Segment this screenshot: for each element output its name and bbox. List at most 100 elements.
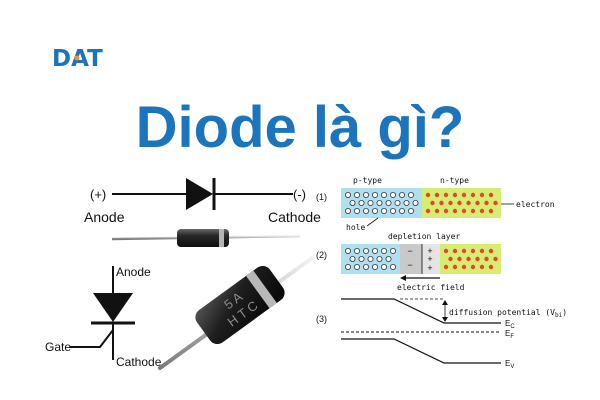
svg-text:+: +	[427, 246, 432, 256]
hole-dot	[398, 191, 405, 198]
small-diode-band	[219, 229, 224, 247]
electron-dot	[479, 248, 485, 254]
thyristor-symbol: Anode Gate Cathode	[45, 265, 162, 369]
hole-dot	[353, 207, 360, 214]
hole-dot	[380, 207, 387, 214]
hole-dot	[353, 191, 360, 198]
electron-dot	[479, 192, 485, 198]
electron-dot	[443, 248, 449, 254]
electron-dot	[488, 208, 494, 214]
minus-label: (-)	[293, 187, 306, 202]
large-diode-band	[246, 270, 277, 309]
electron-dot	[470, 192, 476, 198]
hole-dot	[371, 191, 378, 198]
electron-dot	[479, 208, 485, 214]
electron-dot	[443, 264, 449, 270]
hole-dot	[389, 191, 396, 198]
electron-dot	[448, 200, 453, 206]
electron-dot	[452, 208, 458, 214]
holes-group-1	[344, 191, 419, 214]
hole-dot	[380, 247, 387, 254]
depletion-n-side	[422, 244, 440, 274]
ef-label: EF	[505, 329, 514, 340]
ev-label: EV	[505, 359, 514, 370]
hole-dot	[412, 199, 419, 206]
hole-dot	[407, 191, 414, 198]
electron-dot	[448, 256, 453, 262]
anode-label: Anode	[84, 209, 125, 225]
svg-text:+: +	[427, 263, 432, 273]
electron-dot	[484, 200, 489, 206]
step-3-label: (3)	[316, 314, 327, 324]
page-title: Diode là gì?	[136, 95, 465, 160]
p-type-label: p-type	[353, 176, 382, 185]
hole-dot	[344, 247, 351, 254]
gate-label: Gate	[45, 340, 71, 354]
hole-dot	[403, 199, 410, 206]
hole-dot	[344, 207, 351, 214]
hole-dot	[380, 263, 387, 270]
hole-dot	[367, 199, 374, 206]
hole-dot	[385, 255, 392, 262]
electron-dot	[488, 248, 494, 254]
electron-dot	[457, 200, 462, 206]
hole-dot	[362, 263, 369, 270]
hole-dot	[389, 263, 396, 270]
hole-dot	[353, 247, 360, 254]
diode-symbol: (+) (-) Anode Cathode	[84, 178, 321, 225]
hole-dot	[349, 199, 356, 206]
svg-text:+: +	[427, 254, 432, 264]
electron-dot	[461, 264, 467, 270]
hole-dot	[349, 255, 356, 262]
n-type-label: n-type	[440, 176, 469, 185]
electron-dot	[443, 192, 449, 198]
thyristor-gate-wire	[70, 329, 114, 348]
hole-dot	[367, 255, 374, 262]
electron-dot	[434, 192, 440, 198]
hole-dot	[353, 263, 360, 270]
electron-dot	[475, 200, 480, 206]
electron-dot	[430, 200, 435, 206]
electron-dot	[493, 256, 498, 262]
hole-dot	[358, 199, 365, 206]
hole-dot	[389, 207, 396, 214]
electron-dot	[461, 248, 467, 254]
ec-label: EC	[505, 319, 515, 330]
hole-dot	[362, 247, 369, 254]
plus-label: (+)	[90, 187, 106, 202]
thyristor-triangle-icon	[93, 293, 133, 322]
svg-text:−: −	[407, 260, 412, 270]
hole-dot	[380, 191, 387, 198]
depletion-label: depletion layer	[388, 232, 460, 241]
diffusion-arrow-up-icon	[442, 300, 448, 305]
diode-triangle-icon	[186, 178, 213, 210]
electron-dot	[434, 208, 440, 214]
hole-dot	[371, 263, 378, 270]
svg-text:−: −	[407, 246, 412, 256]
electron-dot	[479, 264, 485, 270]
electron-dot	[470, 248, 476, 254]
electron-dot	[493, 200, 498, 206]
electron-dot	[452, 248, 458, 254]
step-2-label: (2)	[316, 250, 327, 260]
hole-label: hole	[346, 223, 365, 232]
electron-dot	[452, 264, 458, 270]
electron-label: electron	[516, 200, 555, 209]
electric-field-arrowhead-icon	[400, 275, 406, 281]
small-diode-body	[177, 229, 229, 247]
electron-dot	[461, 208, 467, 214]
step-1-label: (1)	[316, 192, 327, 202]
electron-dot	[461, 192, 467, 198]
electron-dot	[452, 192, 458, 198]
hole-dot	[362, 191, 369, 198]
electron-dot	[484, 256, 489, 262]
electron-dot	[457, 256, 462, 262]
brand-logo: DAT	[52, 46, 103, 72]
depletion-charges: − − + + +	[407, 246, 432, 273]
hole-dot	[385, 199, 392, 206]
electron-dot	[425, 192, 431, 198]
thyristor-anode-label: Anode	[116, 265, 151, 279]
hole-dot	[358, 255, 365, 262]
small-diode-photo	[111, 229, 301, 247]
hole-dot	[389, 247, 396, 254]
